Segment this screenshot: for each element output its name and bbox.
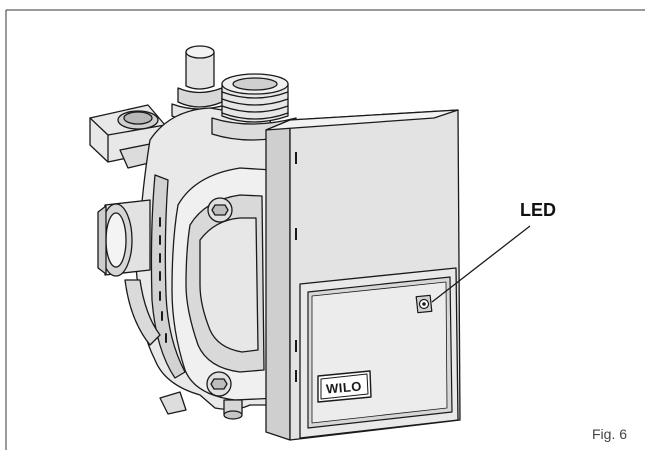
control-module xyxy=(265,109,461,441)
pump-housing xyxy=(89,45,297,420)
flange-screw-top xyxy=(207,197,233,223)
figure-caption: Fig. 6 xyxy=(592,426,627,442)
brand-plate xyxy=(317,370,372,403)
led-indicator xyxy=(415,294,433,314)
housing-ribs xyxy=(159,217,167,343)
callout-leader-line xyxy=(431,225,531,303)
frame-lines xyxy=(5,9,645,450)
drain-plug xyxy=(223,399,243,420)
flange-screw-bottom xyxy=(206,371,232,397)
brand-logo-text: WILO xyxy=(325,378,362,396)
callout-label-led: LED xyxy=(520,200,556,220)
side-inlet xyxy=(97,199,151,277)
